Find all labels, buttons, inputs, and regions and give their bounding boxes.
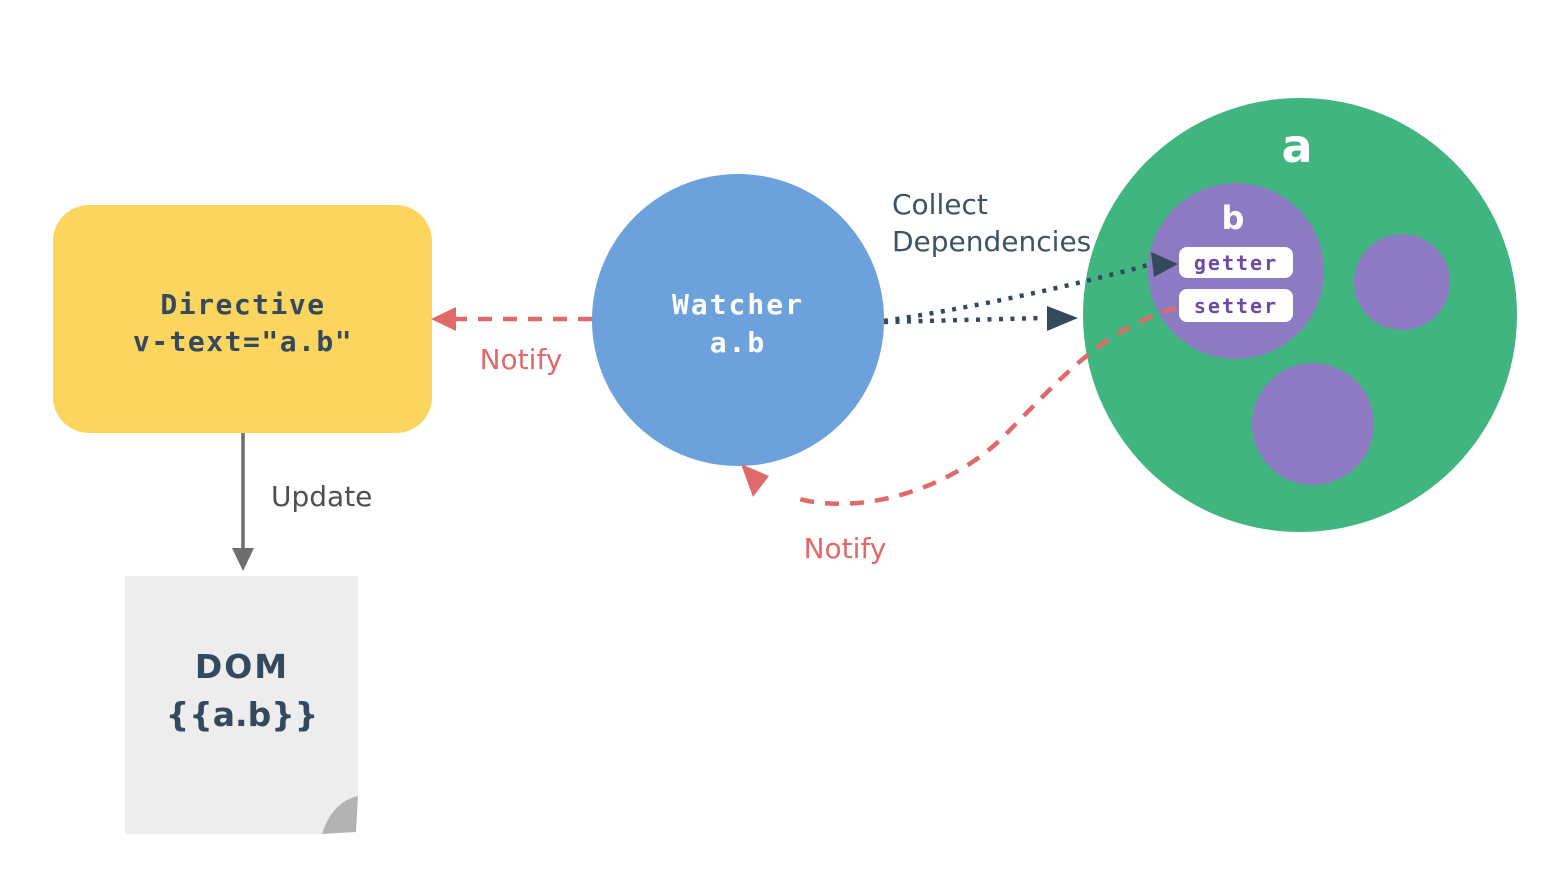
dom-label-line2: {{a.b}} <box>166 695 318 734</box>
collect-dependencies-label-line1: Collect <box>892 188 988 221</box>
directive-label-line1: Directive <box>160 288 325 321</box>
notify-bottom-arrow-head <box>741 464 769 497</box>
collect-arrow-to-a-line <box>883 315 1045 325</box>
watcher-label-line2: a.b <box>710 326 767 359</box>
property-b-label: b <box>1222 199 1245 237</box>
notify-top-arrow-head <box>431 307 456 331</box>
update-label: Update <box>271 480 372 513</box>
notify-bottom-arrow-curve <box>791 305 1177 506</box>
dom-node <box>125 576 358 834</box>
dom-label-line1: DOM <box>195 647 289 686</box>
notify-bottom-label: Notify <box>804 532 887 565</box>
directive-node <box>53 205 432 433</box>
property-circle-right <box>1354 234 1450 330</box>
collect-dependencies-label-line2: Dependencies <box>892 225 1091 258</box>
data-object-a-label: a <box>1281 119 1312 173</box>
directive-label-line2: v-text="a.b" <box>133 325 353 358</box>
getter-pill <box>1179 247 1293 278</box>
watcher-node <box>592 174 884 466</box>
dom-node-fold-corner <box>322 796 358 834</box>
getter-label: getter <box>1194 251 1278 275</box>
collect-arrow-to-getter-line <box>883 262 1149 324</box>
setter-pill <box>1179 289 1293 322</box>
update-arrow-head <box>232 548 254 571</box>
collect-arrow-to-getter-head <box>1151 252 1178 277</box>
watcher-label-line1: Watcher <box>672 288 804 321</box>
property-circle-bottom <box>1252 363 1374 485</box>
setter-label: setter <box>1194 294 1278 318</box>
notify-top-label: Notify <box>480 343 563 376</box>
collect-arrow-to-a-head <box>1047 306 1078 331</box>
